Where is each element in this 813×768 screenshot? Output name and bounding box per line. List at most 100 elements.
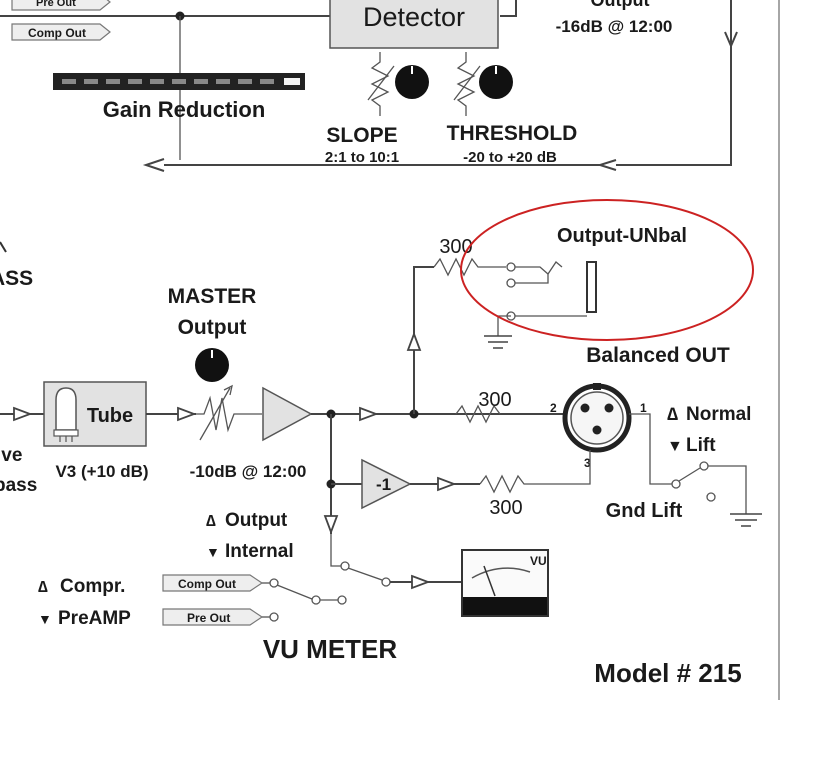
comp-out-tag-top	[11, 23, 111, 41]
unbal-ground-icon	[484, 335, 512, 349]
threshold-label: THRESHOLD	[447, 122, 578, 145]
gnd-normal-wire	[708, 465, 747, 514]
gnd-lift-lever[interactable]	[678, 467, 701, 482]
internal-opt-triangle-icon: ▼	[206, 544, 220, 560]
xlr-connector-icon	[562, 383, 632, 453]
balanced-resistor-bottom	[479, 450, 591, 494]
feedback-arrow-down	[724, 31, 738, 49]
left-fragment-pass: pass	[0, 475, 37, 496]
output-unbal-label: Output-UNbal	[557, 225, 687, 247]
xlr-pin2-label: 2	[550, 401, 557, 415]
detector-right-wire	[500, 0, 517, 17]
jack-tip-spring	[515, 261, 563, 275]
vu-meter-title: VU METER	[263, 634, 398, 664]
compr-option-label: Compr.	[60, 576, 125, 597]
lift-label: Lift	[686, 435, 716, 456]
compr-contact	[269, 578, 279, 588]
output-fragment-label: Output	[591, 0, 650, 10]
gnd-lift-pivot	[671, 479, 681, 489]
vu-switch-internal-contact	[337, 595, 347, 605]
balanced-resistor-top-value: 300	[478, 389, 511, 411]
vu-switch-input	[330, 534, 341, 567]
master-wiper	[199, 387, 231, 441]
feedback-arrow-right	[596, 159, 617, 171]
compr-triangle-icon: ∆	[38, 579, 48, 596]
pin1-wire	[629, 413, 672, 485]
vu-switch-pivot	[381, 577, 391, 587]
threshold-resistor	[456, 52, 476, 116]
threshold-knob-icon	[479, 65, 513, 99]
left-fragment-ass: ASS	[0, 267, 33, 290]
balanced-out-label: Balanced OUT	[586, 344, 730, 367]
tube-label: Tube	[87, 405, 133, 427]
detector-label: Detector	[363, 2, 465, 32]
inverter-amp	[361, 458, 412, 510]
pre-out-tag-vu	[162, 608, 264, 626]
output-unbal-highlight	[460, 199, 754, 341]
inverter-label: -1	[376, 475, 391, 494]
threshold-range-label: -20 to +20 dB	[463, 149, 557, 166]
slope-knob-icon	[395, 65, 429, 99]
output-opt-triangle-icon: ∆	[206, 513, 216, 530]
output-buffer-amp	[262, 386, 313, 442]
left-fragment-mark	[0, 241, 7, 253]
slope-range-label: 2:1 to 10:1	[325, 149, 399, 166]
pre-out-tag-top-label: Pre Out	[36, 0, 76, 9]
vu-switch-output-contact	[340, 561, 350, 571]
slope-pot	[367, 52, 429, 116]
vu-down-arrow	[323, 515, 339, 535]
jack-tip-contact	[506, 262, 516, 272]
vu-meter-arrow	[411, 574, 431, 590]
output-setting-label: -16dB @ 12:00	[556, 17, 673, 36]
compr-preamp-lever[interactable]	[276, 584, 313, 600]
preamp-triangle-icon: ▼	[38, 611, 52, 627]
gnd-normal-contact	[699, 461, 709, 471]
vu-meter-label: VU	[530, 554, 547, 568]
unbal-resistor-value: 300	[439, 236, 472, 258]
unbal-vertical-wire	[413, 266, 434, 414]
preamp-option-label: PreAMP	[58, 608, 131, 629]
comp-out-tag-vu	[162, 574, 264, 592]
pre-out-tag-vu-label: Pre Out	[187, 611, 230, 625]
slope-resistor	[370, 52, 390, 116]
threshold-wiper	[453, 65, 481, 101]
unbal-resistor	[433, 257, 506, 277]
tube-caption: V3 (+10 dB)	[55, 462, 148, 481]
slope-wiper	[367, 65, 395, 101]
model-number: Model # 215	[594, 658, 741, 688]
vu-switch-lever[interactable]	[347, 567, 383, 581]
bus-arrow	[359, 406, 379, 422]
feedback-wire	[152, 0, 732, 166]
gain-reduction-label: Gain Reduction	[103, 97, 266, 122]
threshold-pot	[453, 52, 513, 116]
pre-out-tag-top	[11, 0, 111, 11]
xlr-pin1-label: 1	[640, 401, 647, 415]
left-fragment-ive: ive	[0, 445, 22, 466]
jack-ring-contact	[506, 278, 516, 288]
balanced-resistor-bottom-value: 300	[489, 497, 522, 519]
comp-out-tag-top-label: Comp Out	[28, 26, 86, 40]
preamp-contact	[269, 612, 279, 622]
xlr-pin3-label: 3	[584, 456, 591, 470]
feedback-arrow-left	[142, 158, 165, 172]
inverter-out-arrow	[437, 476, 457, 492]
master-title-line2: Output	[178, 316, 247, 339]
normal-label: Normal	[686, 404, 751, 425]
top-left-tags: Pre Out Comp Out	[11, 0, 111, 41]
gnd-lift-label: Gnd Lift	[606, 500, 683, 522]
detector-box	[329, 0, 499, 49]
lift-triangle-icon: ▼	[667, 438, 683, 455]
master-setting-label: -10dB @ 12:00	[190, 462, 307, 481]
master-knob-icon	[195, 348, 229, 382]
tube-icon	[55, 387, 77, 431]
master-resistor	[196, 395, 262, 433]
vu-output-option-label: Output	[225, 510, 288, 531]
normal-triangle-icon: ∆	[667, 404, 678, 424]
unbal-up-arrow	[406, 331, 422, 351]
input-arrow	[13, 406, 33, 422]
jack-ring-line	[515, 274, 549, 284]
tube-out-arrow	[177, 406, 197, 422]
balanced-resistor-top	[455, 404, 501, 424]
